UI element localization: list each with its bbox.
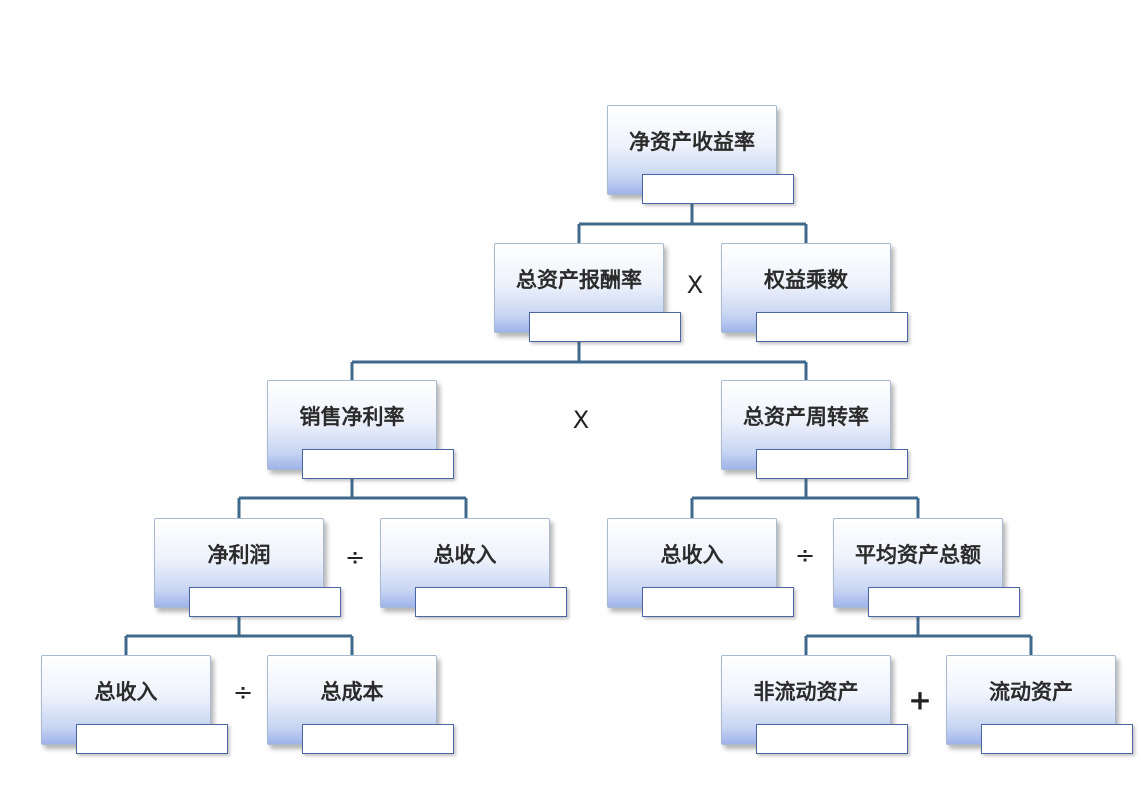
node-non-current-assets-value xyxy=(756,724,908,754)
node-equity-multiplier-value xyxy=(756,312,908,342)
divide-operator-net-profit: ÷ xyxy=(232,678,254,706)
divide-operator-net-profit-margin: ÷ xyxy=(344,543,366,571)
node-total-income-1-value xyxy=(415,587,567,617)
node-total-income-3-value xyxy=(76,724,228,754)
node-total-asset-turnover-label: 总资产周转率 xyxy=(743,405,869,429)
node-equity-multiplier-label: 权益乘数 xyxy=(764,268,848,292)
node-current-assets: 流动资产 xyxy=(946,655,1133,754)
node-non-current-assets-label: 非流动资产 xyxy=(753,680,859,704)
node-total-asset-return: 总资产报酬率 xyxy=(494,243,681,342)
node-roe-label: 净资产收益率 xyxy=(629,130,755,154)
node-total-income-2-value xyxy=(642,587,794,617)
connector-total-asset-return xyxy=(350,340,808,380)
node-avg-total-assets: 平均资产总额 xyxy=(833,518,1020,617)
node-net-profit-value xyxy=(189,587,341,617)
node-net-profit-margin-label: 销售净利率 xyxy=(299,405,405,429)
node-avg-total-assets-label: 平均资产总额 xyxy=(855,543,981,567)
divide-operator-asset-turnover: ÷ xyxy=(794,541,816,569)
connector-total-asset-turnover xyxy=(690,478,920,518)
multiply-operator-level2: X xyxy=(686,271,704,299)
node-total-income-2: 总收入 xyxy=(607,518,794,617)
connector-roe xyxy=(577,203,808,243)
connector-net-profit xyxy=(124,615,354,655)
node-total-income-2-label: 总收入 xyxy=(660,543,724,567)
connector-net-profit-margin xyxy=(237,478,468,518)
node-total-income-3: 总收入 xyxy=(41,655,228,754)
node-avg-total-assets-value xyxy=(868,587,1020,617)
node-net-profit-label: 净利润 xyxy=(207,543,271,567)
node-total-asset-turnover-value xyxy=(756,449,908,479)
node-total-cost: 总成本 xyxy=(267,655,454,754)
node-net-profit: 净利润 xyxy=(154,518,341,617)
node-roe: 净资产收益率 xyxy=(607,105,794,204)
node-total-income-3-label: 总收入 xyxy=(94,680,158,704)
node-net-profit-margin: 销售净利率 xyxy=(267,380,454,479)
node-total-cost-label: 总成本 xyxy=(320,680,384,704)
node-total-cost-value xyxy=(302,724,454,754)
multiply-operator-level3: X xyxy=(572,406,590,434)
node-non-current-assets: 非流动资产 xyxy=(721,655,908,754)
plus-operator-avg-assets: + xyxy=(908,683,932,717)
node-net-profit-margin-value xyxy=(302,449,454,479)
node-total-asset-return-label: 总资产报酬率 xyxy=(516,268,642,292)
node-total-income-1: 总收入 xyxy=(380,518,567,617)
node-total-income-1-label: 总收入 xyxy=(433,543,497,567)
node-equity-multiplier: 权益乘数 xyxy=(721,243,908,342)
node-roe-value xyxy=(642,174,794,204)
connector-avg-total-assets xyxy=(804,615,1033,655)
node-current-assets-label: 流动资产 xyxy=(989,680,1073,704)
node-total-asset-turnover: 总资产周转率 xyxy=(721,380,908,479)
node-total-asset-return-value xyxy=(529,312,681,342)
node-current-assets-value xyxy=(981,724,1133,754)
